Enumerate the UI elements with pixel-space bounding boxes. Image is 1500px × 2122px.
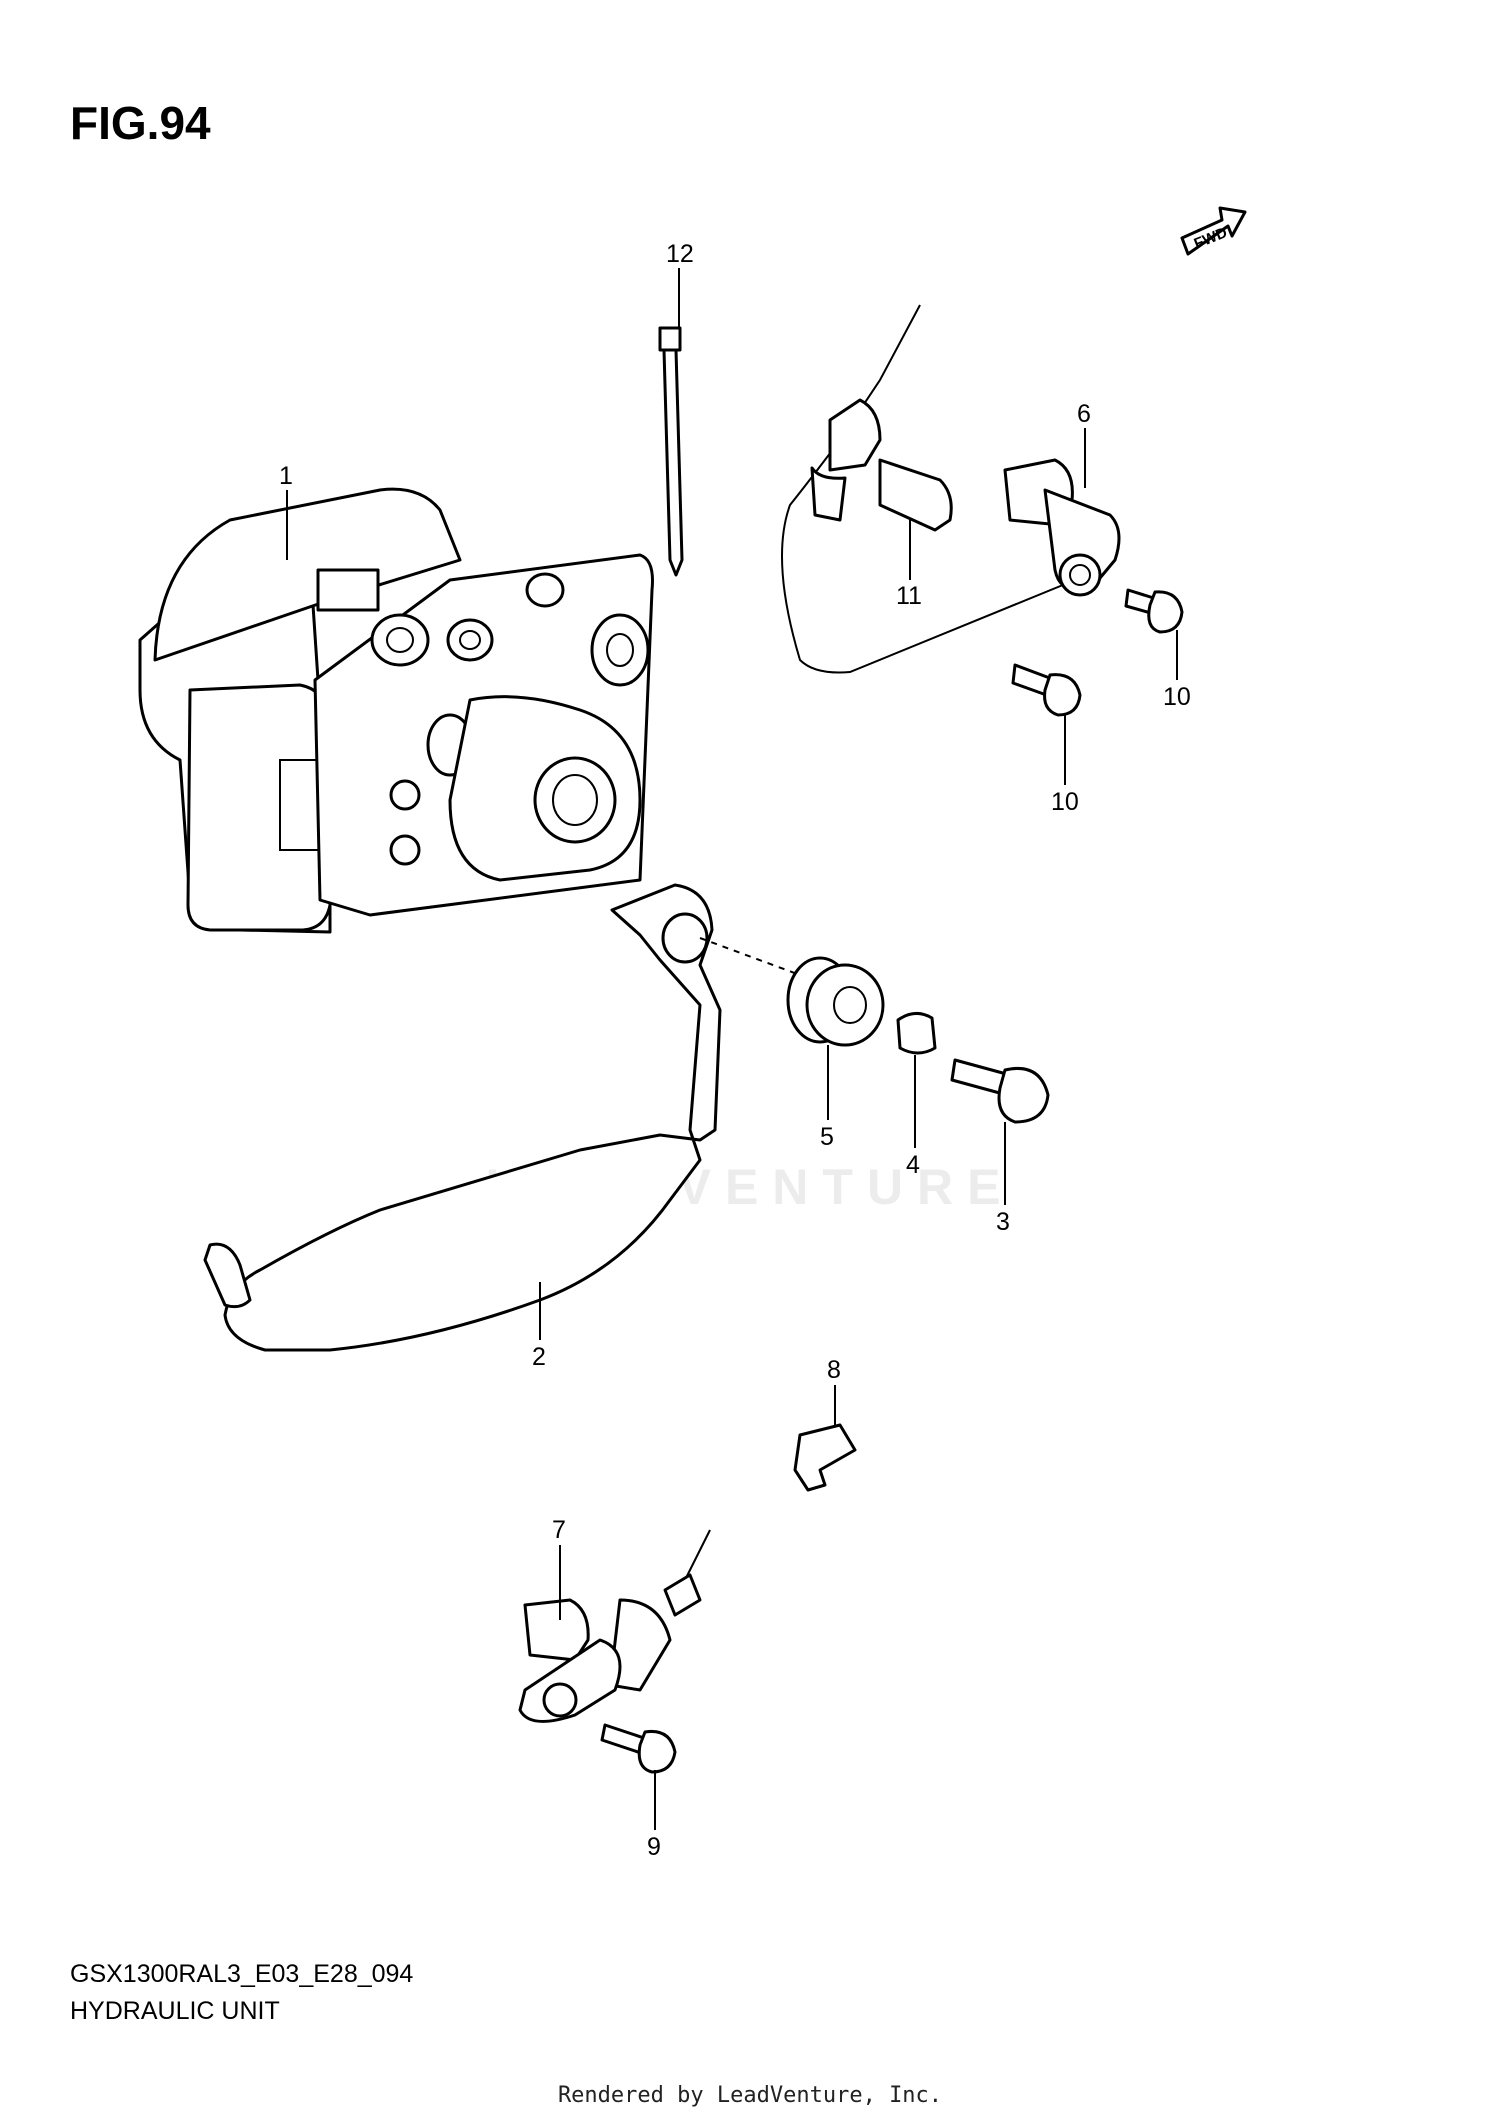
callout-4: 4 (906, 1151, 920, 1179)
callout-9: 9 (647, 1833, 661, 1861)
bolt-part-bracket (950, 1058, 1050, 1124)
callout-7: 7 (552, 1516, 566, 1544)
callout-6: 6 (1077, 400, 1091, 428)
clamp-part (793, 1423, 857, 1492)
callout-12: 12 (666, 240, 694, 268)
front-speed-sensor-part (1003, 458, 1121, 597)
callout-10-upper: 10 (1163, 683, 1191, 711)
grommet-part (699, 937, 885, 1047)
callout-11: 11 (896, 582, 922, 610)
fwd-label: FWD (1192, 224, 1230, 253)
bolt-part-upper (1124, 588, 1184, 634)
fwd-arrow-icon: FWD (1180, 206, 1247, 256)
leader-lines (286, 268, 1178, 1830)
model-code: GSX1300RAL3_E03_E28_094 (70, 1960, 414, 1988)
collar-part (896, 1012, 937, 1055)
mounting-bracket-part (203, 883, 722, 1352)
callout-5: 5 (820, 1123, 834, 1151)
callout-1: 1 (279, 462, 293, 490)
callout-2: 2 (532, 1343, 546, 1371)
figure-title: FIG.94 (70, 97, 211, 149)
hydraulic-unit-part (138, 487, 654, 934)
bolt-part-rear-sensor (600, 1723, 677, 1774)
assembly-name: HYDRAULIC UNIT (70, 1997, 280, 2025)
bolt-part-lower (1011, 663, 1082, 717)
rear-speed-sensor-part (518, 1529, 711, 1723)
callout-8: 8 (827, 1356, 841, 1384)
sensor-lead-part (781, 304, 1081, 674)
callout-10-lower: 10 (1051, 788, 1079, 816)
render-credit: Rendered by LeadVenture, Inc. (557, 2083, 943, 2108)
callout-3: 3 (996, 1208, 1010, 1236)
cable-tie-part (658, 326, 684, 577)
